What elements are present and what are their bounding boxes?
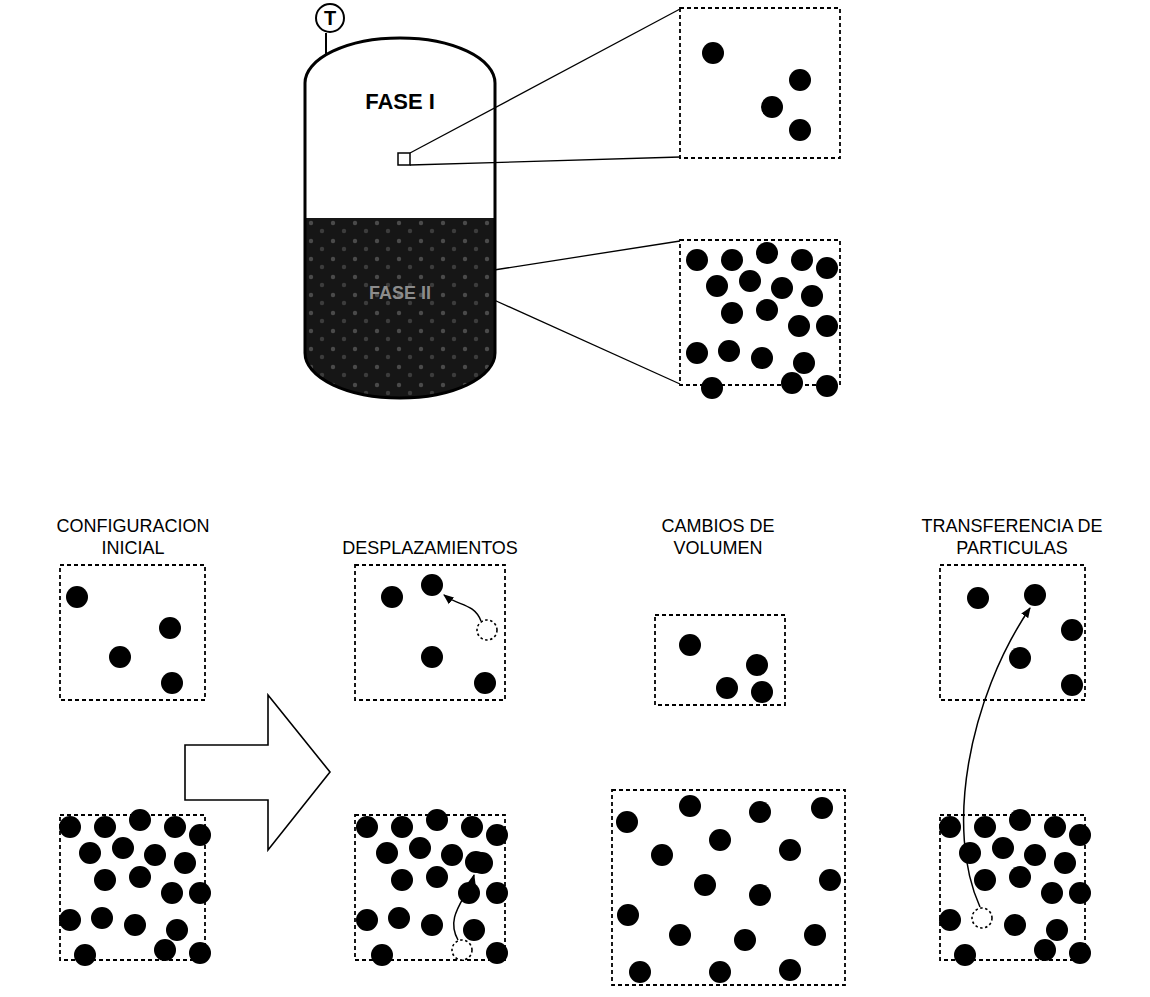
step-heading: CAMBIOS DE VOLUMEN <box>638 515 798 559</box>
step-arrow <box>185 695 330 850</box>
particle <box>789 69 811 91</box>
thermostat-circle: T <box>315 3 345 33</box>
particle <box>474 672 496 694</box>
phase-label: FASE I <box>305 90 495 114</box>
move-arrow <box>444 595 1030 940</box>
particle <box>1024 584 1046 606</box>
particle <box>59 42 1091 983</box>
dashed-box <box>680 8 840 158</box>
dashed-box <box>355 565 505 700</box>
step-heading: DESPLAZAMIENTOS <box>320 537 540 559</box>
particle <box>811 797 833 819</box>
particle <box>779 959 801 981</box>
dashed-box <box>612 790 845 985</box>
zoom-leader <box>410 157 680 165</box>
particle <box>154 939 176 961</box>
phase-label: FASE II <box>305 284 495 304</box>
sample-region <box>398 153 410 165</box>
ghost-particle <box>972 908 992 928</box>
ghost-particle <box>477 620 497 640</box>
particle <box>709 829 731 851</box>
particle <box>1009 647 1031 669</box>
particle <box>388 907 410 929</box>
sensor-stem <box>325 33 327 55</box>
particle <box>746 654 768 676</box>
particle <box>967 587 989 609</box>
particle <box>1061 674 1083 696</box>
particle <box>651 844 673 866</box>
particle <box>1034 939 1056 961</box>
particle <box>751 681 773 703</box>
particle <box>761 96 783 118</box>
particle <box>781 372 803 394</box>
zoom-leader <box>494 300 680 384</box>
particle <box>91 907 113 929</box>
particle <box>819 869 841 891</box>
particle <box>616 811 638 833</box>
particle <box>702 42 724 64</box>
particle <box>789 119 811 141</box>
particle <box>679 795 701 817</box>
particle <box>59 809 211 966</box>
dashed-box <box>355 815 505 960</box>
particle <box>734 929 756 951</box>
step-heading: CONFIGURACION INICIAL <box>38 515 228 559</box>
particle <box>1061 619 1083 641</box>
move-arrow <box>964 608 1030 907</box>
dashed-box <box>940 565 1085 700</box>
thermometer-label: T <box>324 7 336 29</box>
particle <box>617 904 639 926</box>
dashed-box <box>655 615 785 705</box>
particle <box>694 874 716 896</box>
vessel-wall <box>305 38 495 398</box>
particle <box>709 961 731 983</box>
particle <box>749 801 771 823</box>
particle <box>356 809 508 966</box>
particle <box>804 924 826 946</box>
particle <box>421 646 443 668</box>
particle <box>669 924 691 946</box>
particle <box>686 242 838 399</box>
zoom-leader <box>410 9 680 153</box>
particle <box>629 961 651 983</box>
particle <box>109 646 131 668</box>
move-arrow <box>454 875 474 940</box>
step-heading: TRANSFERENCIA DE PARTICULAS <box>920 515 1105 559</box>
move-arrow <box>444 595 481 621</box>
particle <box>159 617 181 639</box>
particle <box>465 851 487 873</box>
dashed-box <box>60 8 1085 985</box>
ghost-particle <box>452 620 992 960</box>
particle <box>66 586 88 608</box>
particle <box>381 586 403 608</box>
particle <box>718 340 740 362</box>
particle <box>779 839 801 861</box>
particle <box>749 884 771 906</box>
particle <box>716 677 738 699</box>
particle <box>679 634 701 656</box>
particle <box>421 574 443 596</box>
zoom-leader <box>494 241 680 270</box>
particle <box>939 809 1091 966</box>
dashed-box <box>60 565 205 700</box>
particle <box>161 672 183 694</box>
vessel: FASE I FASE II <box>305 38 495 398</box>
liquid-phase <box>305 218 495 398</box>
ghost-particle <box>452 940 472 960</box>
